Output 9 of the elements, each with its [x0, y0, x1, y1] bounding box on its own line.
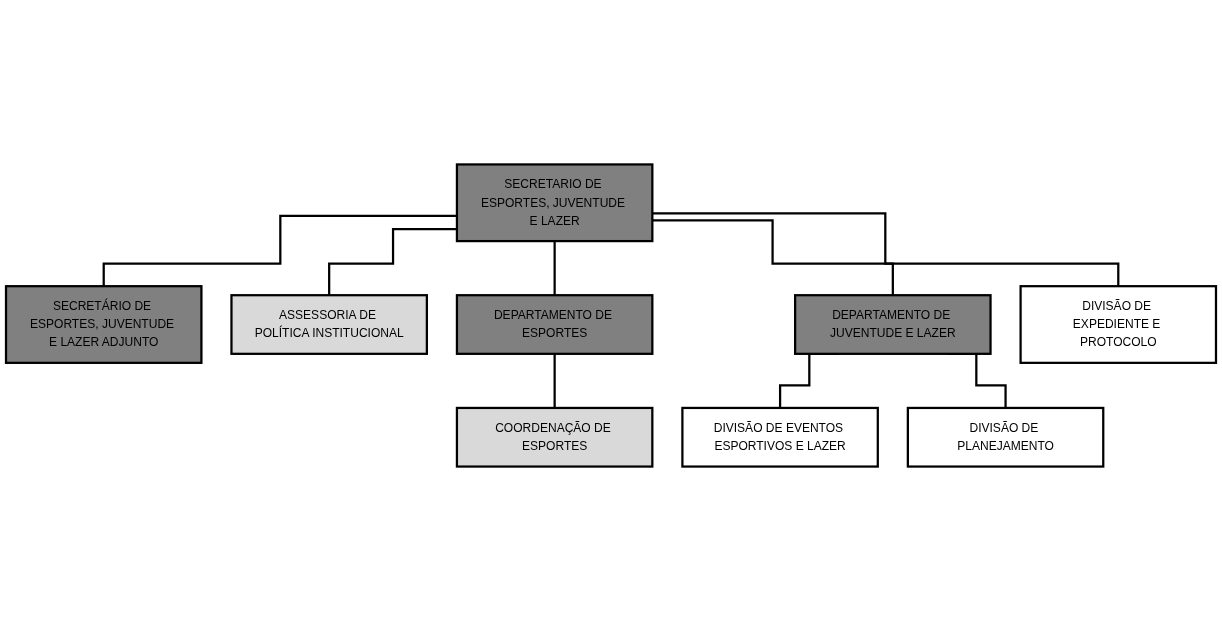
- node-box: SECRETÁRIO DE ESPORTES, JUVENTUDE E LAZER ADJUNTO: [4, 285, 203, 364]
- node-box: DIVISÃO DE EVENTOS ESPORTIVOS E LAZER: [681, 406, 879, 468]
- node-box: DIVISÃO DE EXPEDIENTE E PROTOCOLO: [1019, 285, 1218, 364]
- node-box: SECRETARIO DE ESPORTES, JUVENTUDE E LAZER: [455, 163, 654, 243]
- node-box: DIVISÃO DE PLANEJAMENTO: [906, 406, 1105, 468]
- node-box: DEPARTAMENTO DE JUVENTUDE E LAZER: [794, 294, 992, 355]
- node-box: DEPARTAMENTO DE ESPORTES: [455, 294, 654, 355]
- node-box: ASSESSORIA DE POLÍTICA INSTITUCIONAL: [230, 294, 428, 355]
- node-box: COORDENAÇÃO DE ESPORTES: [455, 406, 654, 468]
